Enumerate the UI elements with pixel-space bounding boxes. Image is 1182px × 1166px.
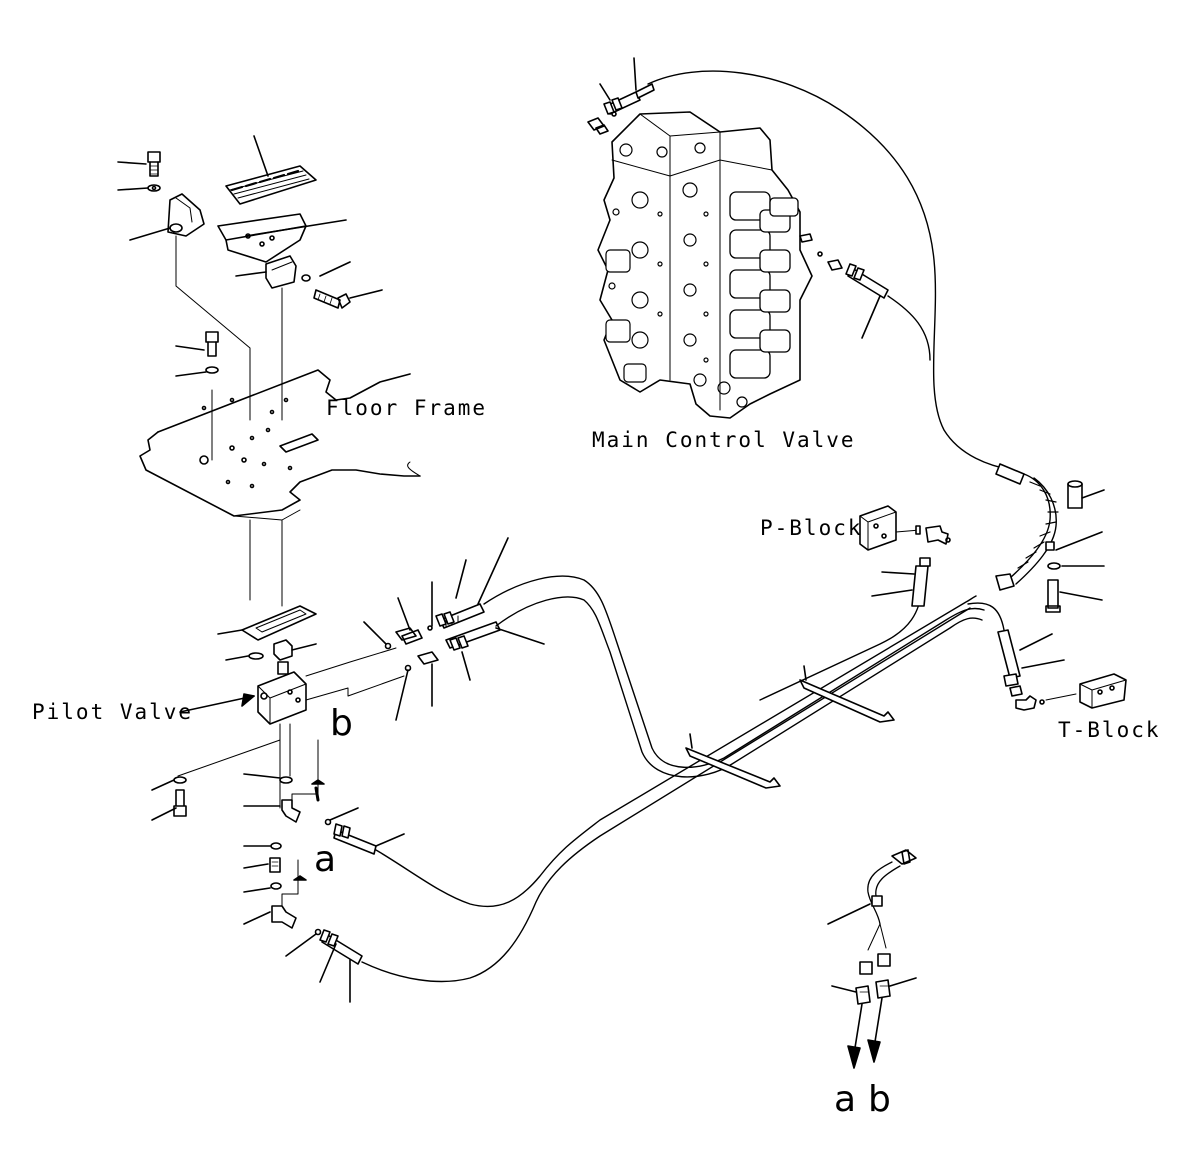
t-block-drawing	[1015, 673, 1127, 711]
marker-a-middle: a	[314, 839, 337, 880]
p-block-label: P-Block	[760, 516, 863, 540]
hose-routing	[361, 70, 1013, 983]
main-control-valve-label: Main Control Valve	[592, 428, 856, 452]
spiral-guard	[967, 463, 1105, 697]
marker-b-upper: b	[330, 703, 353, 744]
t-block-label: T-Block	[1058, 718, 1161, 742]
floor-frame	[139, 331, 421, 521]
pilot-valve-label: Pilot Valve	[32, 700, 194, 724]
pilot-fittings-lower	[243, 739, 405, 1003]
marker-a-bottom: a	[834, 1079, 857, 1120]
main-control-valve-drawing	[587, 57, 889, 419]
pilot-fittings-upper	[363, 537, 545, 721]
pilot-valve-assembly	[151, 605, 405, 821]
pressure-switch-harness	[827, 849, 917, 1069]
hose-clamps	[685, 665, 895, 789]
p-block-drawing	[859, 505, 951, 607]
pedal-assembly	[117, 135, 383, 461]
floor-frame-label: Floor Frame	[326, 396, 488, 420]
marker-b-bottom: b	[868, 1079, 891, 1120]
